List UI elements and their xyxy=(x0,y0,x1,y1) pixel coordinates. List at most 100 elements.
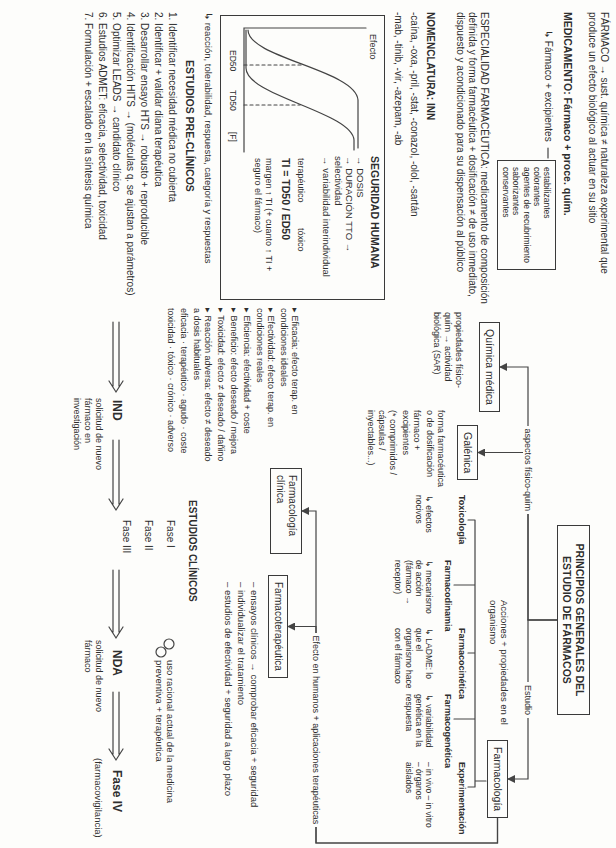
connector xyxy=(478,453,557,621)
note-text: toxicidad · tóxico · crónico · adverso xyxy=(165,308,176,462)
note-text: fármaco + excipientes xyxy=(400,410,422,490)
note-text: Fase IV xyxy=(110,770,124,812)
double-arrow xyxy=(109,440,123,510)
note-text: ESPECIALIDAD FARMACÉUTICA: medicamento d… xyxy=(454,12,490,308)
discipline-box: Química médica xyxy=(479,322,500,412)
note-text: ↳ variabilidad genética en la respuesta xyxy=(403,694,434,758)
discipline-box: Farmacología clínica xyxy=(270,468,302,554)
note-text: propiedades físico-quím → actividad biol… xyxy=(432,312,464,408)
note-text: NDA xyxy=(110,650,124,676)
note-text: – ensayos clínicos → comprobar eficacia … xyxy=(249,582,260,832)
note-text: [F] xyxy=(228,132,238,154)
node-title: SEGURIDAD HUMANA xyxy=(368,156,381,293)
node-text: colorantes xyxy=(532,167,542,263)
note-text: FÁRMACO → sust. química ≠ naturaleza exp… xyxy=(586,12,610,312)
double-arrow xyxy=(109,692,123,760)
note-text: Farmacogenética xyxy=(442,694,453,768)
note-text: ▸ Reacción adversa: efecto ≠ deseado a d… xyxy=(191,308,213,462)
connector xyxy=(288,627,498,844)
note-text: 2. Identificar + validar diana terapéuti… xyxy=(152,12,164,308)
edge-label: Efecto en humanos + aplicaciones terapéu… xyxy=(311,633,322,828)
note-text: TI = TD50 / ED50 xyxy=(279,158,292,296)
note-text: eficacia · terapéutico · agudo · coste xyxy=(178,308,189,462)
note-text: 7. Formulación + escalado en la síntesis… xyxy=(82,12,94,308)
note-text: NOMENCLATURA: INN xyxy=(424,12,436,212)
node-text: → DURACIÓN TTO → selectividad xyxy=(332,156,355,293)
edge-label: Estudio xyxy=(523,682,534,718)
note-text: terapéutico xyxy=(295,158,306,222)
node-text: → variabilidad interindividual xyxy=(321,156,332,293)
node-text: saborizantes xyxy=(511,167,521,263)
note-text: Farmacocinética xyxy=(456,628,467,699)
note-text: ESTUDIOS PRE-CLÍNICOS xyxy=(183,60,196,260)
node-title: Química médica xyxy=(483,329,496,405)
graph-axes xyxy=(244,28,366,152)
note-text: – estudios de efectividad + seguridad a … xyxy=(223,582,234,832)
note-text: margen ↑ TI (+ cuanto ↑ TI + seguro el f… xyxy=(252,158,274,296)
note-text: (farmacovigilancia) xyxy=(93,758,104,846)
note-text: ↳ reacción, tolerabilidad, respuesta, ca… xyxy=(203,12,214,308)
note-text: IND xyxy=(110,400,124,421)
note-text: -mab, -tinib, -vir, -azepam, -ab xyxy=(392,12,404,308)
note-text: solicitud de nuevo fármaco xyxy=(82,640,104,716)
note-text: Fase III xyxy=(120,520,132,553)
node-title: Farmacoterapéutica xyxy=(272,582,284,671)
node-title: Farmacología xyxy=(491,747,504,811)
discipline-box: Farmacología xyxy=(487,740,508,818)
node-text: conservantes xyxy=(501,167,511,263)
note-text: – in vivo – in vitro – órganos aislados xyxy=(403,762,434,828)
double-arrow xyxy=(109,570,123,638)
note-text: Farmacodinamia xyxy=(442,560,453,632)
note-text: Experimentación xyxy=(456,762,467,835)
note-text: ↳ mecanismo de acción (fármaco → recepto… xyxy=(393,560,434,624)
note-text: forma farmacéutica o de dosificación xyxy=(424,410,446,490)
node-title: Farmacología clínica xyxy=(274,475,298,547)
note-text: Efecto xyxy=(367,34,378,84)
toxic-curve xyxy=(246,30,354,150)
note-text: TD50 xyxy=(228,90,238,122)
connector xyxy=(508,620,557,779)
note-text: – individualizar el tratamiento xyxy=(236,582,247,832)
note-text: ▸ Efectividad: efecto terap. en condicio… xyxy=(254,308,276,462)
excipient-box: estabilizantescolorantesagentes de recub… xyxy=(497,160,556,270)
node-text: agentes de recubrimiento xyxy=(521,167,531,263)
note-text: 4. Identificación HITS → (moléculas q. s… xyxy=(124,12,136,308)
connector xyxy=(302,511,498,843)
note-text: ▸ Eficiencia: efectividad + coste xyxy=(241,308,252,462)
discipline-box: Galénica xyxy=(457,425,478,480)
note-text: Toxicología xyxy=(456,495,467,544)
note-text: ↳ efectos nocivos xyxy=(414,495,434,555)
note-text: Fase II xyxy=(142,520,154,551)
note-text: -caína, -oxa, -pril, -stat, -conazol, -o… xyxy=(408,12,420,308)
note-text: 1. Identificar necesidad médica no cubie… xyxy=(166,12,178,308)
title-box: PRINCIPIOS GENERALES DEL ESTUDIO DE FÁRM… xyxy=(557,525,590,715)
leader-line xyxy=(547,148,548,158)
node-title: Galénica xyxy=(461,432,474,473)
note-text: 6. Estudios ADMET: eficacia, selectivida… xyxy=(96,12,108,308)
discipline-box: Farmacoterapéutica xyxy=(268,575,288,678)
node-text: → DOSIS xyxy=(355,156,366,293)
note-text: MEDICAMENTO: Fármaco + proce. quím. xyxy=(561,12,574,222)
note-text: (* comprimidos / cápsulas / inyectables.… xyxy=(366,410,398,490)
note-text: ED50 xyxy=(228,50,238,82)
branch-lines xyxy=(454,520,486,787)
note-text: ▸ Beneficio: efecto deseado / mejora xyxy=(228,308,239,462)
node-title: PRINCIPIOS GENERALES DEL ESTUDIO DE FÁRM… xyxy=(561,532,586,708)
doodle-icon xyxy=(164,639,174,649)
note-text: tóxico xyxy=(295,228,306,288)
note-text: ↳ LADME: lo que el organismo hace con el… xyxy=(393,628,434,692)
note-text: solicitud de nuevo fármaco en investigac… xyxy=(72,398,104,478)
note-text: Fase I xyxy=(164,520,176,548)
note-text: 5. Optimizar LEADS → candidato clínico xyxy=(110,12,122,308)
note-text: 3. Desarrollar ensayo HTS → robusto + re… xyxy=(138,12,150,308)
dose-marker xyxy=(244,65,303,105)
note-text: ESTUDIOS CLÍNICOS xyxy=(186,500,198,602)
note-text: uso racional actual de la medicina preve… xyxy=(153,660,176,830)
safety-box: SEGURIDAD HUMANA→ DOSIS→ DURACIÓN TTO → … xyxy=(220,15,385,300)
therapeutic-curve xyxy=(248,30,358,148)
note-text: Acciones + propiedades en el organismo xyxy=(487,600,510,732)
note-text: ▸ Eficacia: efecto terap. en condiciones… xyxy=(278,308,300,462)
note-text: ▸ Toxicidad: efecto ≠ deseado / dañino xyxy=(215,308,226,462)
double-arrow xyxy=(109,322,123,392)
